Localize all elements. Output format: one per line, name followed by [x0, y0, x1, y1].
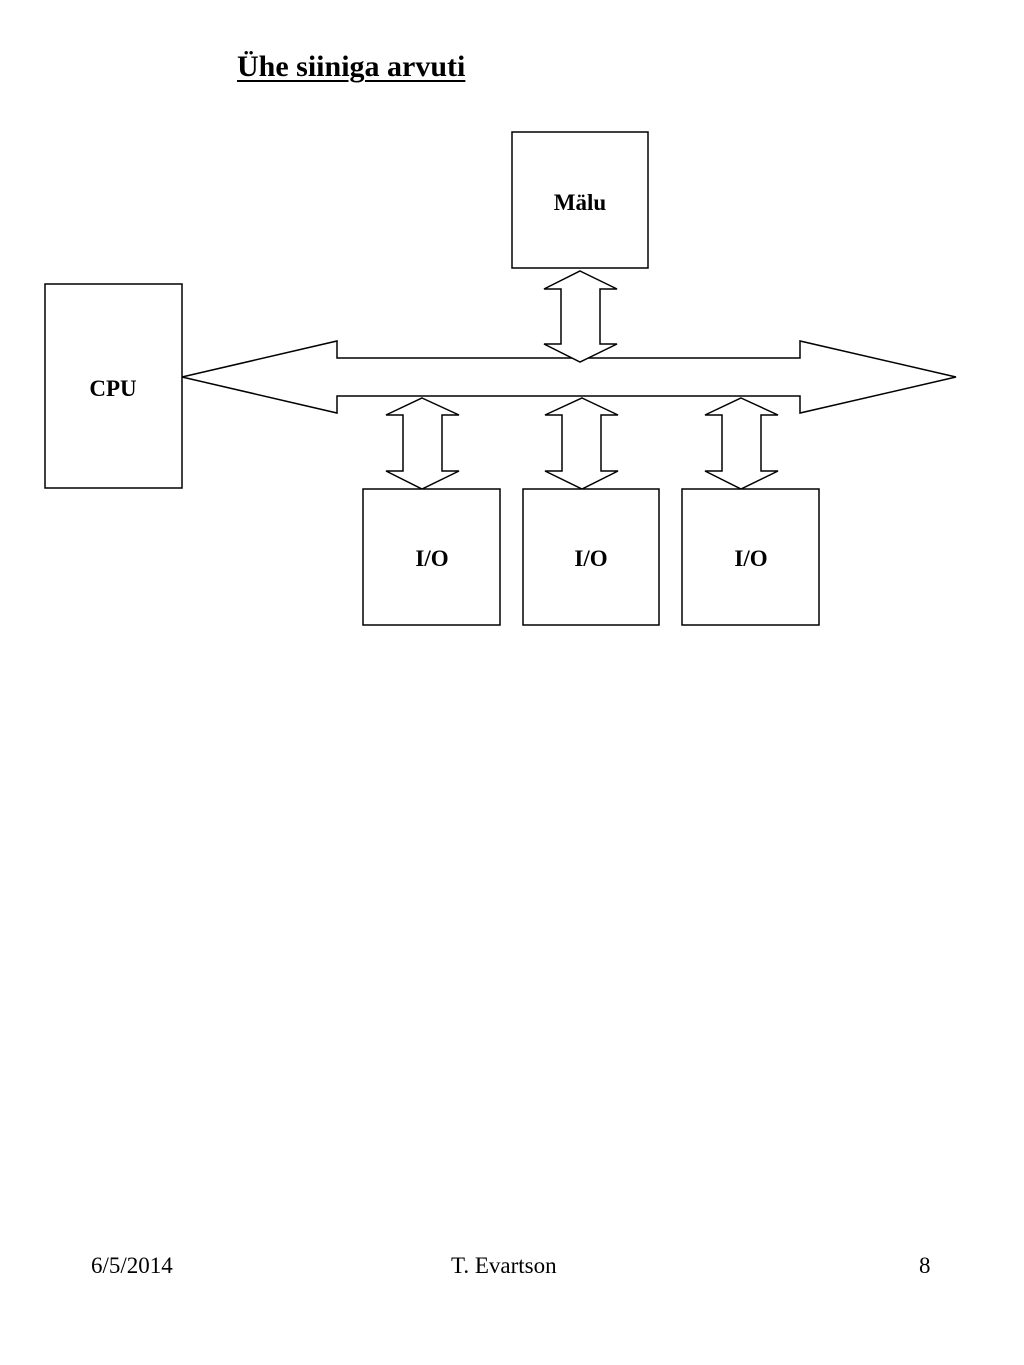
system-bus-arrow [181, 340, 957, 414]
footer-author: T. Evartson [451, 1253, 557, 1278]
io-3-bus-connector-arrow [704, 397, 779, 490]
io-box [522, 488, 660, 626]
cpu-block: CPU [44, 283, 183, 489]
memory-bus-connector-arrow [543, 270, 618, 363]
cpu-box [44, 283, 183, 489]
io-block-3: I/O [681, 488, 820, 626]
memory-block: Mälu [511, 131, 649, 269]
io-label: I/O [415, 546, 448, 571]
io-label: I/O [734, 546, 767, 571]
io-2-bus-connector-arrow [544, 397, 619, 490]
io-1-bus-connector-arrow [385, 397, 460, 490]
slide-title: Ühe siiniga arvuti [237, 50, 466, 83]
io-block-1: I/O [362, 488, 501, 626]
io-label: I/O [574, 546, 607, 571]
memory-box [511, 131, 649, 269]
footer-page-number: 8 [919, 1253, 931, 1278]
memory-label: Mälu [554, 190, 607, 215]
footer-date: 6/5/2014 [91, 1253, 173, 1278]
io-box [681, 488, 820, 626]
cpu-label: CPU [89, 376, 137, 401]
io-box [362, 488, 501, 626]
io-block-2: I/O [522, 488, 660, 626]
